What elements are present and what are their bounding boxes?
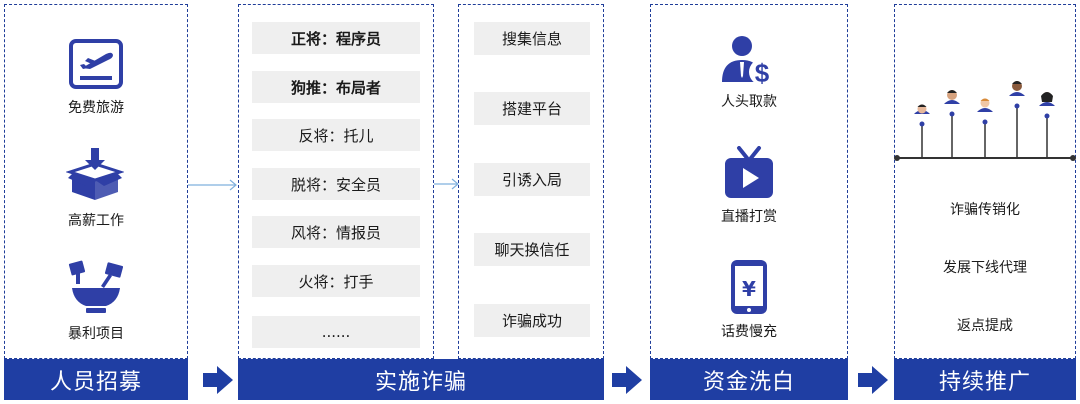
svg-text:¥: ¥: [742, 277, 756, 301]
role-item: 脱将：安全员: [252, 168, 420, 200]
stage-title: 持续推广: [938, 369, 1031, 395]
downline-network-icon: [894, 76, 1076, 170]
stage-laundering-bar: 资金洗白: [650, 359, 848, 400]
step-item: 诈骗成功: [474, 304, 590, 337]
arrow-right-icon: [203, 366, 233, 398]
person-dollar-icon: $: [720, 32, 776, 92]
step-item: 搜集信息: [474, 22, 590, 55]
laundering-item-label: 人头取款: [721, 94, 777, 110]
stage-title: 人员招募: [49, 369, 142, 395]
laundering-item-label: 直播打赏: [721, 209, 777, 225]
step-item: 引诱入局: [474, 163, 590, 196]
stage-fraud-bar: 实施诈骗: [238, 359, 604, 400]
recruitment-panel: [4, 4, 188, 359]
recruit-item-label: 高薪工作: [68, 213, 124, 229]
arrow-right-icon: [188, 176, 238, 195]
stage-title: 实施诈骗: [374, 369, 467, 395]
role-item: 狗推：布局者: [252, 71, 420, 103]
laundering-item-label: 话费慢充: [721, 324, 777, 340]
stage-title: 资金洗白: [702, 369, 795, 395]
open-box-icon: [65, 146, 125, 206]
step-item: 搭建平台: [474, 92, 590, 125]
recruit-item-label: 暴利项目: [68, 326, 124, 342]
svg-text:$: $: [755, 58, 770, 88]
arrow-right-icon: [612, 366, 642, 398]
role-item: ......: [252, 316, 420, 348]
mortar-pestle-icon: [66, 258, 126, 320]
role-item: 风将：情报员: [252, 216, 420, 248]
steps-panel: [458, 4, 604, 359]
arrow-right-icon: [858, 366, 888, 398]
promotion-panel: [894, 4, 1076, 359]
plane-ticket-icon: [68, 38, 124, 94]
arrow-right-icon: [434, 175, 460, 194]
promotion-item-label: 返点提成: [957, 318, 1013, 334]
tv-play-icon: [723, 146, 775, 204]
laundering-panel: [650, 4, 848, 359]
role-item: 正将：程序员: [252, 22, 420, 54]
stage-recruitment-bar: 人员招募: [4, 359, 188, 400]
stage-promotion-bar: 持续推广: [894, 359, 1076, 400]
roles-panel: [238, 4, 434, 359]
role-item: 火将：打手: [252, 265, 420, 297]
phone-yuan-icon: ¥: [730, 259, 768, 319]
promotion-item-label: 发展下线代理: [943, 260, 1027, 276]
step-item: 聊天换信任: [474, 233, 590, 266]
promotion-item-label: 诈骗传销化: [950, 202, 1020, 218]
role-item: 反将：托儿: [252, 119, 420, 151]
recruit-item-label: 免费旅游: [68, 100, 124, 116]
